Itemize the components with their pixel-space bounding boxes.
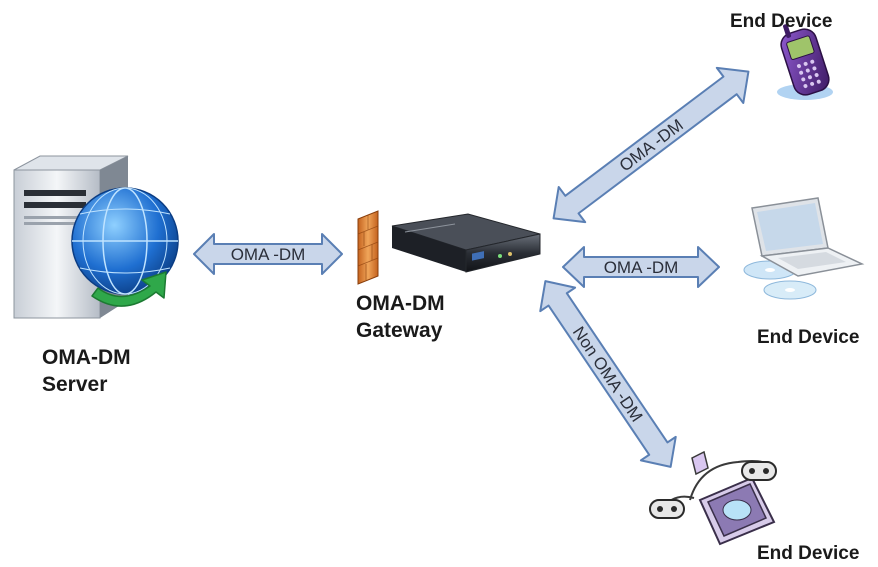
link-label: OMA -DM	[604, 258, 679, 277]
link-label: OMA -DM	[231, 245, 306, 264]
laptop-icon	[743, 197, 865, 300]
server-label-line2: Server	[42, 373, 108, 396]
game-console-icon	[649, 450, 777, 546]
link-server-gateway: OMA -DM	[193, 233, 343, 275]
gateway-label-line1: OMA-DM	[356, 292, 445, 315]
phone-device-label: End Device	[730, 11, 833, 32]
laptop-device-label: End Device	[757, 327, 860, 348]
gateway-firewall-icon	[357, 210, 541, 285]
link-gateway-laptop: OMA -DM	[562, 246, 720, 288]
link-gateway-phone: OMA -DM	[552, 66, 750, 224]
gateway-label: OMA-DM Gateway	[356, 290, 445, 344]
link-label: Non OMA -DM	[569, 323, 647, 425]
gateway-label-line2: Gateway	[356, 319, 443, 342]
server-globe-icon	[13, 155, 179, 319]
mobile-phone-icon	[777, 24, 833, 100]
server-label-line1: OMA-DM	[42, 346, 131, 369]
link-gateway-console: Non OMA -DM	[539, 280, 677, 468]
server-label: OMA-DM Server	[42, 344, 131, 398]
console-device-label: End Device	[757, 543, 860, 564]
link-label: OMA -DM	[616, 115, 687, 175]
